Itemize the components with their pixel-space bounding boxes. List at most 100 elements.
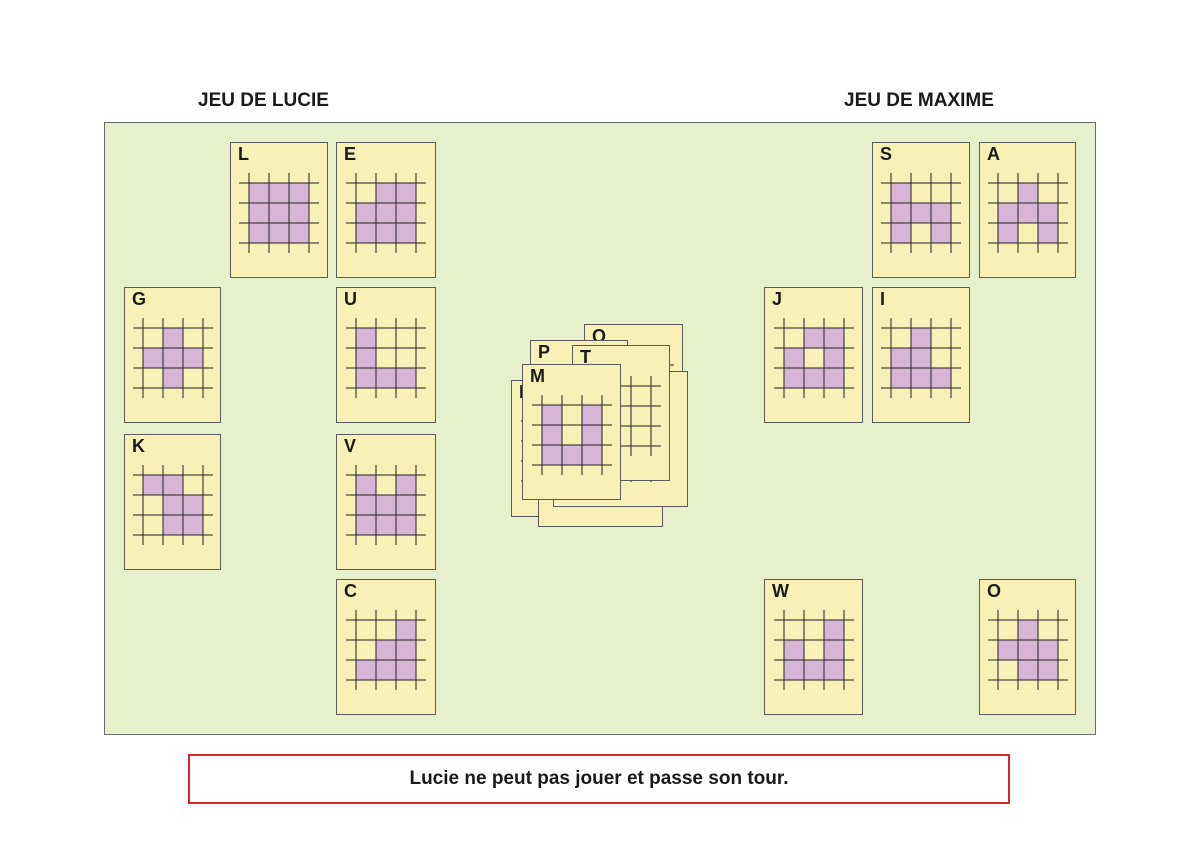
maxime-card-i[interactable]: I [872,287,970,423]
filled-cell [931,203,951,223]
lucie-card-c[interactable]: C [336,579,436,715]
card-grid [988,610,1068,690]
filled-cell [998,223,1018,243]
lucie-card-g[interactable]: G [124,287,221,423]
card-grid [881,173,961,253]
filled-cell [376,203,396,223]
lucie-card-u[interactable]: U [336,287,436,423]
filled-cell [911,328,931,348]
filled-cell [542,425,562,445]
filled-cell [998,203,1018,223]
filled-cell [163,348,183,368]
filled-cell [356,495,376,515]
card-letter: P [538,342,551,362]
filled-cell [163,515,183,535]
card-letter: O [987,581,1002,601]
lucie-card-l[interactable]: L [230,142,328,278]
filled-cell [376,183,396,203]
filled-cell [891,203,911,223]
filled-cell [249,223,269,243]
filled-cell [356,348,376,368]
filled-cell [356,515,376,535]
filled-cell [183,515,203,535]
maxime-card-s[interactable]: S [872,142,970,278]
filled-cell [396,660,416,680]
filled-cell [143,475,163,495]
player-title-maxime: JEU DE MAXIME [844,90,994,111]
filled-cell [824,660,844,680]
filled-cell [269,183,289,203]
filled-cell [163,328,183,348]
maxime-card-j[interactable]: J [764,287,863,423]
pile-card-m[interactable]: M [522,364,621,500]
filled-cell [249,183,269,203]
filled-cell [396,475,416,495]
filled-cell [376,660,396,680]
card-letter: E [344,144,357,164]
filled-cell [1038,640,1058,660]
filled-cell [396,515,416,535]
card-grid [346,318,426,398]
filled-cell [396,203,416,223]
filled-cell [891,223,911,243]
filled-cell [1018,183,1038,203]
filled-cell [376,223,396,243]
card-letter: A [987,144,1000,164]
filled-cell [911,368,931,388]
lucie-card-v[interactable]: V [336,434,436,570]
card-letter: K [132,436,145,456]
card-grid [133,318,213,398]
card-grid [988,173,1068,253]
card-grid [346,610,426,690]
filled-cell [289,183,309,203]
card-letter: U [344,289,357,309]
card-letter: S [880,144,893,164]
filled-cell [562,445,582,465]
maxime-card-w[interactable]: W [764,579,863,715]
filled-cell [183,348,203,368]
card-letter: T [580,347,591,367]
maxime-card-o[interactable]: O [979,579,1076,715]
filled-cell [356,475,376,495]
filled-cell [356,203,376,223]
filled-cell [249,203,269,223]
lucie-card-k[interactable]: K [124,434,221,570]
filled-cell [396,620,416,640]
card-grid [532,395,612,475]
filled-cell [163,475,183,495]
filled-cell [824,368,844,388]
filled-cell [804,368,824,388]
status-message-box: Lucie ne peut pas jouer et passe son tou… [188,754,1010,804]
card-letter: G [132,289,147,309]
lucie-card-e[interactable]: E [336,142,436,278]
filled-cell [396,223,416,243]
card-grid [881,318,961,398]
filled-cell [143,348,163,368]
filled-cell [931,223,951,243]
filled-cell [396,183,416,203]
filled-cell [163,368,183,388]
card-grid [346,465,426,545]
card-letter: L [238,144,249,164]
filled-cell [183,495,203,515]
filled-cell [356,223,376,243]
card-grid [239,173,319,253]
filled-cell [396,368,416,388]
filled-cell [356,328,376,348]
filled-cell [1038,223,1058,243]
filled-cell [269,223,289,243]
filled-cell [289,203,309,223]
filled-cell [804,660,824,680]
filled-cell [163,495,183,515]
filled-cell [1018,640,1038,660]
maxime-card-a[interactable]: A [979,142,1076,278]
filled-cell [824,640,844,660]
filled-cell [582,405,602,425]
filled-cell [1018,660,1038,680]
card-grid [133,465,213,545]
filled-cell [784,348,804,368]
filled-cell [824,348,844,368]
filled-cell [891,348,911,368]
card-letter: I [880,289,886,309]
filled-cell [931,368,951,388]
